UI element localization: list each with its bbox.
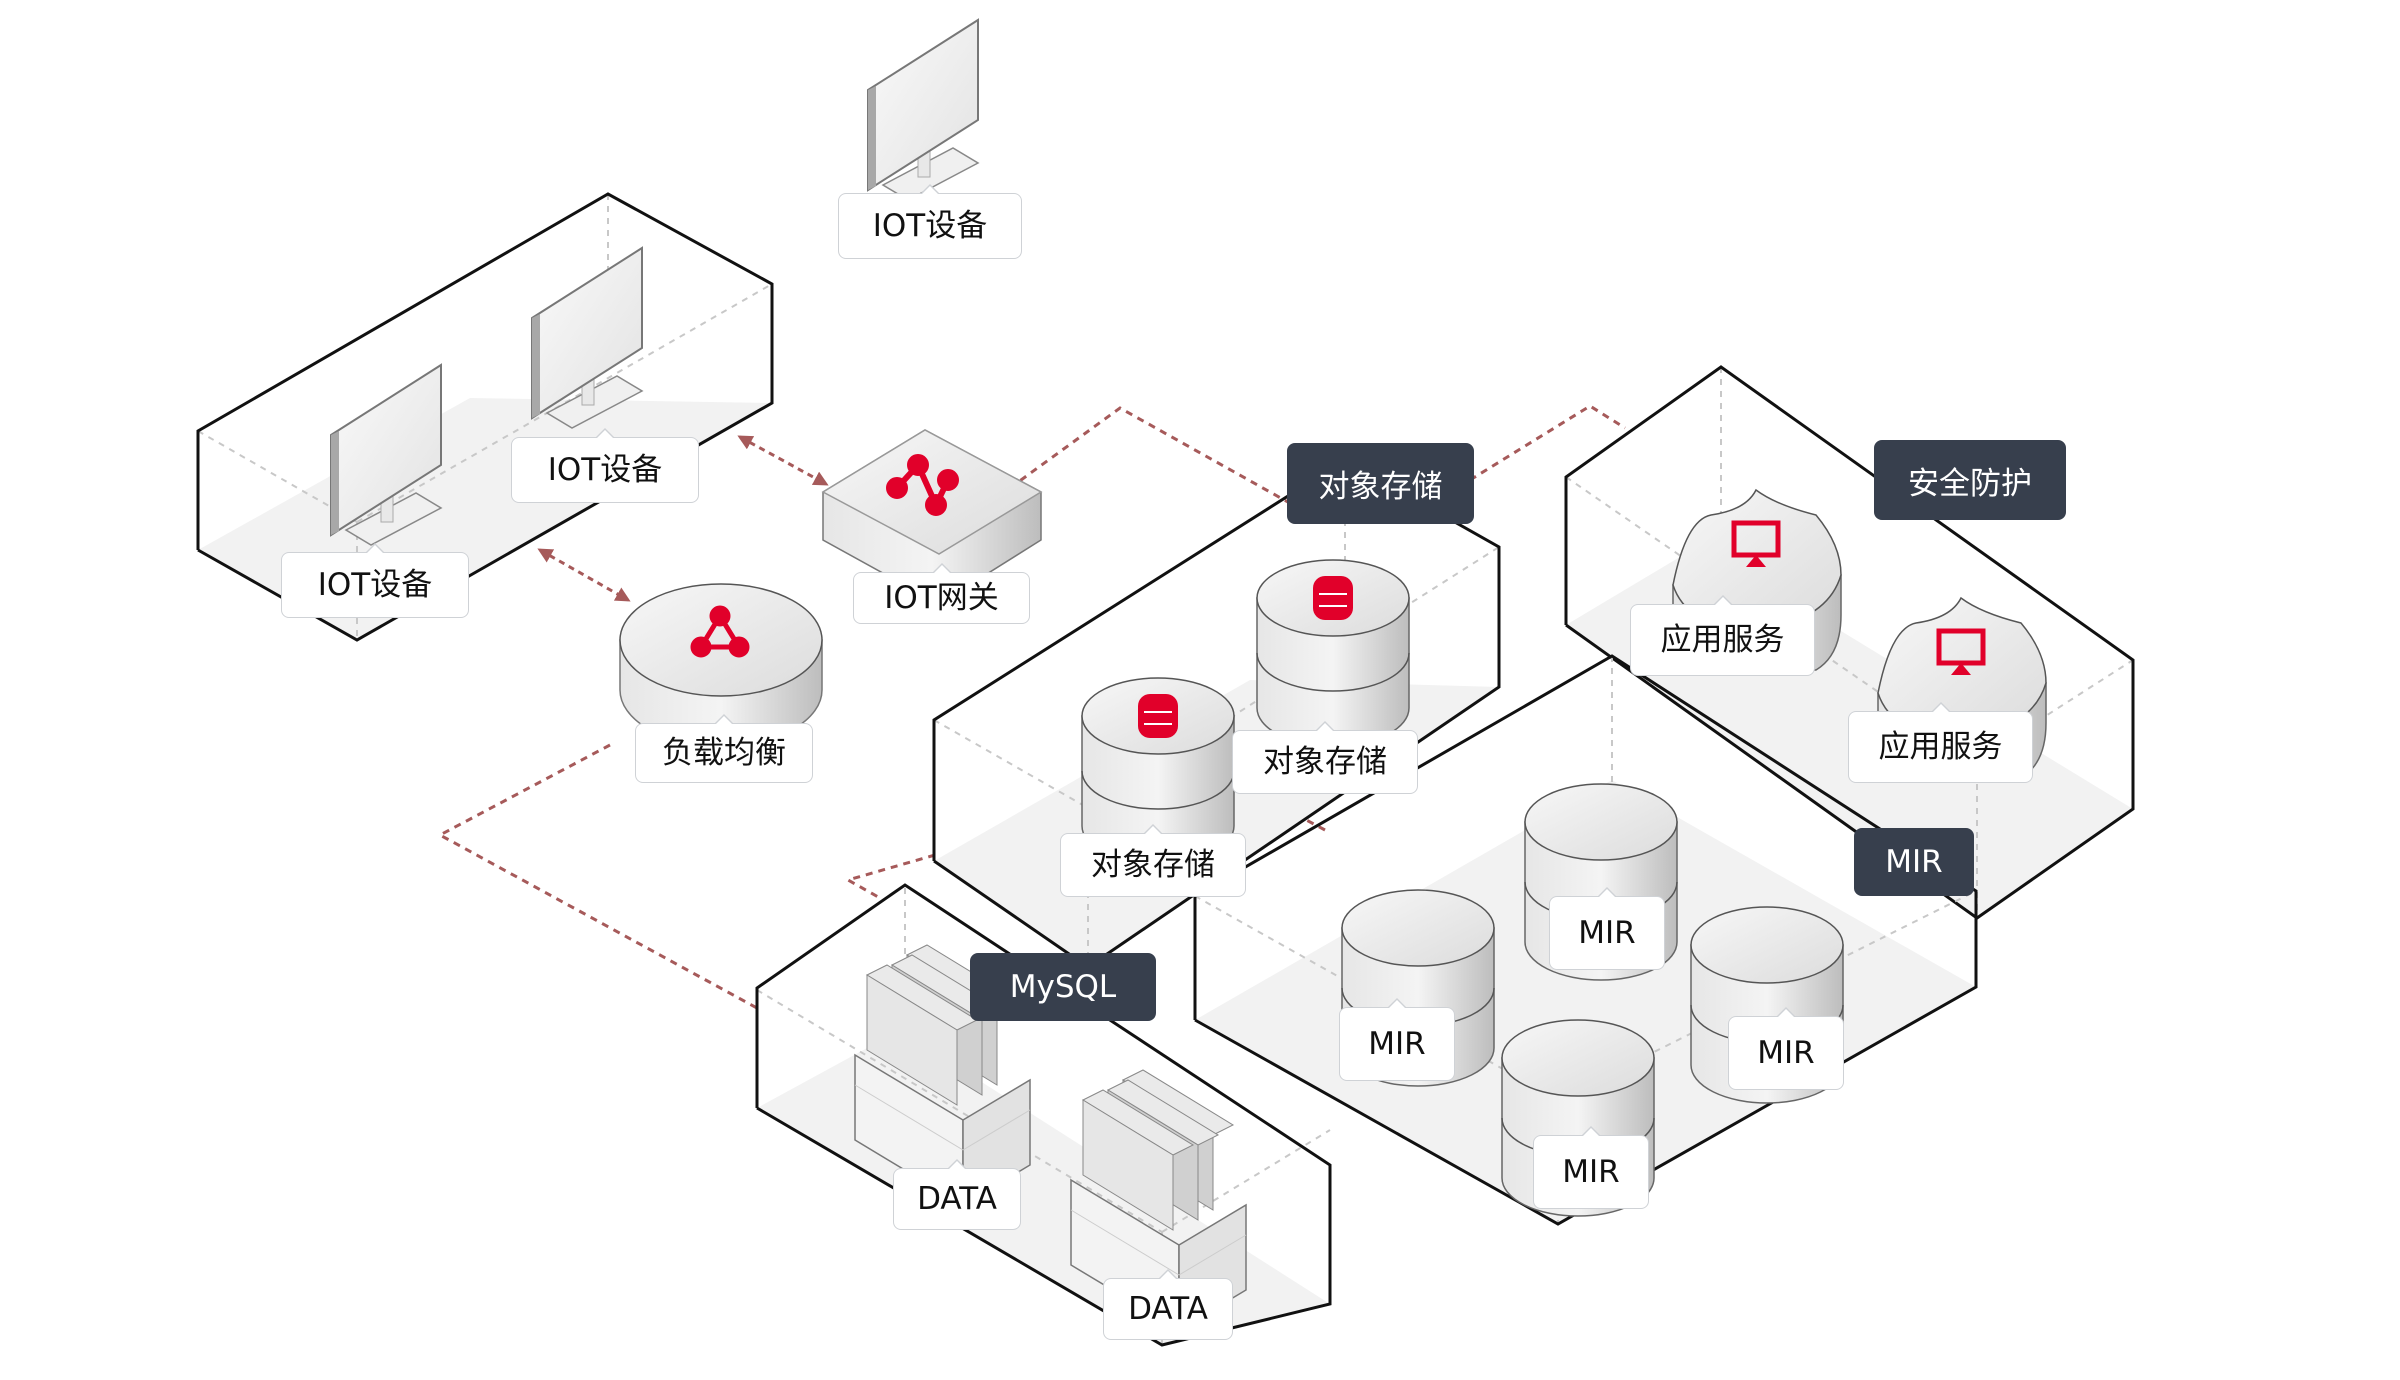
- load-balancer-node[interactable]: [619, 583, 823, 747]
- label-app-service-2: 应用服务: [1848, 702, 2033, 783]
- tag-object-storage: 对象存储: [1287, 443, 1474, 524]
- floor: [757, 1030, 1330, 1345]
- label-iot-gateway: IOT网关: [853, 563, 1030, 624]
- bidirectional-arrows: [537, 435, 829, 602]
- mir-left-node[interactable]: [1341, 889, 1495, 1087]
- label-mir-bottom: MIR: [1533, 1126, 1649, 1209]
- connector-lb-to-mysql: [436, 743, 758, 1010]
- databoxes: [854, 944, 1247, 1332]
- label-load-balancer: 负载均衡: [635, 714, 813, 783]
- label-data-2: DATA: [1103, 1269, 1233, 1340]
- database-icon: [1138, 694, 1178, 738]
- object-storage-2-node[interactable]: [1256, 559, 1410, 747]
- label-iot-device-top: IOT设备: [838, 184, 1022, 259]
- label-data-1: DATA: [893, 1159, 1021, 1230]
- monitor-right-icon[interactable]: [531, 246, 644, 429]
- label-mir-right: MIR: [1728, 1007, 1844, 1090]
- frame: [755, 883, 1332, 1347]
- tag-mysql: MySQL: [970, 953, 1156, 1021]
- tag-security: 安全防护: [1874, 440, 2066, 520]
- monitors: [330, 18, 980, 546]
- gateway-network-icon: [886, 454, 959, 516]
- label-iot-device-left: IOT设备: [281, 543, 469, 618]
- floor: [1195, 780, 1976, 1224]
- database-icon: [1313, 576, 1353, 620]
- label-object-storage-2: 对象存储: [1232, 721, 1418, 794]
- frame: [196, 192, 774, 642]
- monitor-shield-icon: [1936, 628, 1986, 675]
- label-iot-device-right: IOT设备: [511, 428, 699, 503]
- arrow-devices-lb: [537, 548, 631, 602]
- load-balancer-triangle-icon: [690, 605, 750, 658]
- monitor-shield-icon: [1731, 520, 1781, 567]
- monitor-top-icon[interactable]: [867, 18, 980, 201]
- connector-gateway-to-mysql: [844, 853, 936, 900]
- monitor-left-icon[interactable]: [330, 363, 443, 546]
- label-mir-top: MIR: [1549, 887, 1665, 970]
- tag-mir: MIR: [1854, 828, 1974, 896]
- arrow-devices-gateway: [737, 435, 829, 486]
- label-app-service-1: 应用服务: [1630, 595, 1815, 676]
- label-mir-left: MIR: [1339, 998, 1455, 1081]
- connector-storage-to-security: [1469, 404, 1626, 482]
- connector-gateway-to-storage: [1009, 406, 1321, 522]
- iot-gateway-node[interactable]: [821, 429, 1043, 605]
- label-object-storage-1: 对象存储: [1060, 824, 1246, 897]
